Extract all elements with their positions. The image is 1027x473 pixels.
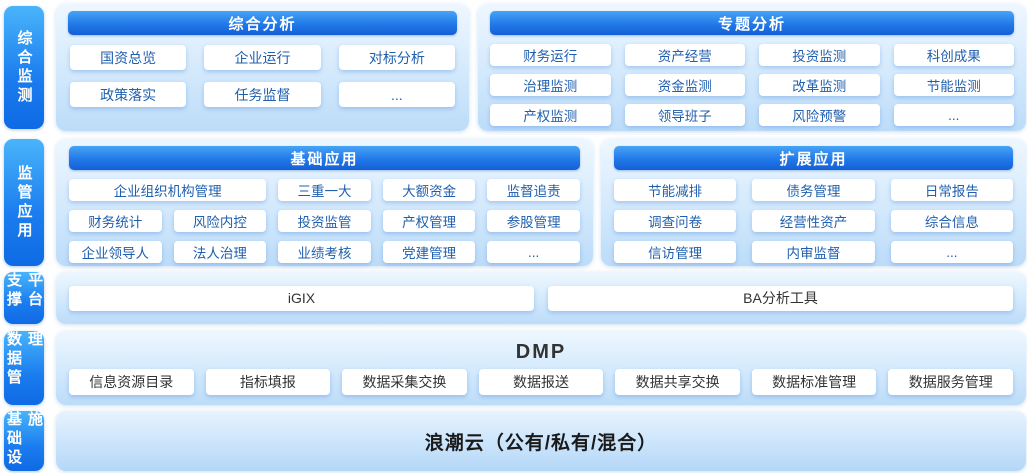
module-item: 三重一大	[278, 179, 371, 201]
topic-analysis-header: 专题分析	[490, 11, 1014, 35]
module-item: 日常报告	[890, 179, 1013, 201]
module-item: 内审监督	[752, 241, 875, 263]
module-item: 领导班子	[624, 104, 745, 126]
module-item: 信访管理	[614, 241, 737, 263]
topic-analysis-items: 财务运行 资产经营 投资监测 科创成果 治理监测 资金监测 改革监测 节能监测 …	[490, 44, 1014, 126]
module-item: 节能减排	[614, 179, 737, 201]
module-item: 风险内控	[173, 210, 267, 232]
dmp-item: 数据标准管理	[751, 369, 877, 395]
dmp-item: 数据共享交换	[615, 369, 740, 395]
module-item: 投资监测	[759, 44, 880, 66]
module-item: 经营性资产	[752, 210, 875, 232]
comprehensive-analysis-items: 国资总览 企业运行 对标分析 政策落实 任务监督 ...	[68, 45, 457, 107]
cloud-title: 浪潮云（公有/私有/混合）	[424, 432, 658, 454]
module-item-more: ...	[338, 82, 455, 107]
layer-label-infrastructure: 基础设施	[4, 411, 44, 471]
module-item: 参股管理	[487, 210, 580, 232]
layer-label-data-management: 数据管理	[4, 331, 44, 405]
module-item: 资产经营	[624, 44, 745, 66]
module-item: 债务管理	[752, 179, 875, 201]
module-item: 风险预警	[759, 104, 880, 126]
dmp-items: 信息资源目录 指标填报 数据采集交换 数据报送 数据共享交换 数据标准管理 数据…	[69, 369, 1014, 395]
module-item: 财务统计	[69, 210, 162, 232]
platform-item-ba-tools: BA分析工具	[548, 285, 1013, 311]
module-item: 产权管理	[382, 210, 476, 232]
module-item-more: ...	[487, 241, 580, 263]
dmp-item: 数据采集交换	[342, 369, 467, 395]
module-item: 企业运行	[204, 45, 321, 70]
module-item: 业绩考核	[278, 241, 371, 263]
dmp-title: DMP	[515, 341, 567, 363]
module-item: 任务监督	[204, 82, 321, 107]
basic-applications-items: 企业组织机构管理 三重一大 大额资金 监督追责 财务统计 风险内控 投资监管 产…	[69, 179, 580, 263]
module-item: 国资总览	[70, 45, 187, 70]
comprehensive-analysis-header: 综合分析	[68, 11, 457, 35]
module-item: 政策落实	[70, 82, 187, 107]
module-item-more: ...	[893, 104, 1014, 126]
module-item: 党建管理	[382, 241, 476, 263]
dmp-item: 数据报送	[478, 369, 604, 395]
panel-extended-applications: 扩展应用 节能减排 债务管理 日常报告 调查问卷 经营性资产 综合信息 信访管理…	[601, 139, 1026, 266]
extended-applications-items: 节能减排 债务管理 日常报告 调查问卷 经营性资产 综合信息 信访管理 内审监督…	[614, 179, 1013, 263]
dmp-item: 指标填报	[205, 369, 331, 395]
module-item: 企业领导人	[69, 241, 162, 263]
module-item-more: ...	[890, 241, 1013, 263]
module-item: 改革监测	[759, 74, 880, 96]
panel-dmp: DMP 信息资源目录 指标填报 数据采集交换 数据报送 数据共享交换 数据标准管…	[56, 331, 1026, 405]
module-item: 综合信息	[890, 210, 1013, 232]
module-item: 企业组织机构管理	[69, 179, 267, 201]
module-item: 节能监测	[893, 74, 1014, 96]
panel-comprehensive-analysis: 综合分析 国资总览 企业运行 对标分析 政策落实 任务监督 ...	[56, 4, 469, 131]
layer-label-regulatory-applications: 监管应用	[4, 139, 44, 266]
module-item: 治理监测	[490, 74, 611, 96]
module-item: 监督追责	[487, 179, 580, 201]
module-item: 产权监测	[490, 104, 611, 126]
panel-basic-applications: 基础应用 企业组织机构管理 三重一大 大额资金 监督追责 财务统计 风险内控 投…	[56, 139, 593, 266]
module-item: 科创成果	[893, 44, 1014, 66]
module-item: 调查问卷	[614, 210, 737, 232]
extended-applications-header: 扩展应用	[614, 146, 1013, 170]
panel-support-platform: iGIX BA分析工具	[56, 272, 1026, 324]
module-item: 财务运行	[490, 44, 611, 66]
module-item: 法人治理	[173, 241, 267, 263]
module-item: 对标分析	[338, 45, 455, 70]
dmp-item: 数据服务管理	[888, 369, 1014, 395]
module-item: 资金监测	[624, 74, 745, 96]
basic-applications-header: 基础应用	[69, 146, 580, 170]
module-item: 大额资金	[382, 179, 476, 201]
layer-label-support-platform: 支撑平台	[4, 272, 44, 324]
layer-label-comprehensive-monitoring: 综合监测	[4, 6, 44, 129]
module-item: 投资监管	[278, 210, 371, 232]
platform-item-igix: iGIX	[69, 285, 534, 311]
panel-cloud-infrastructure: 浪潮云（公有/私有/混合）	[56, 411, 1026, 471]
dmp-item: 信息资源目录	[69, 369, 194, 395]
panel-topic-analysis: 专题分析 财务运行 资产经营 投资监测 科创成果 治理监测 资金监测 改革监测 …	[478, 4, 1026, 131]
